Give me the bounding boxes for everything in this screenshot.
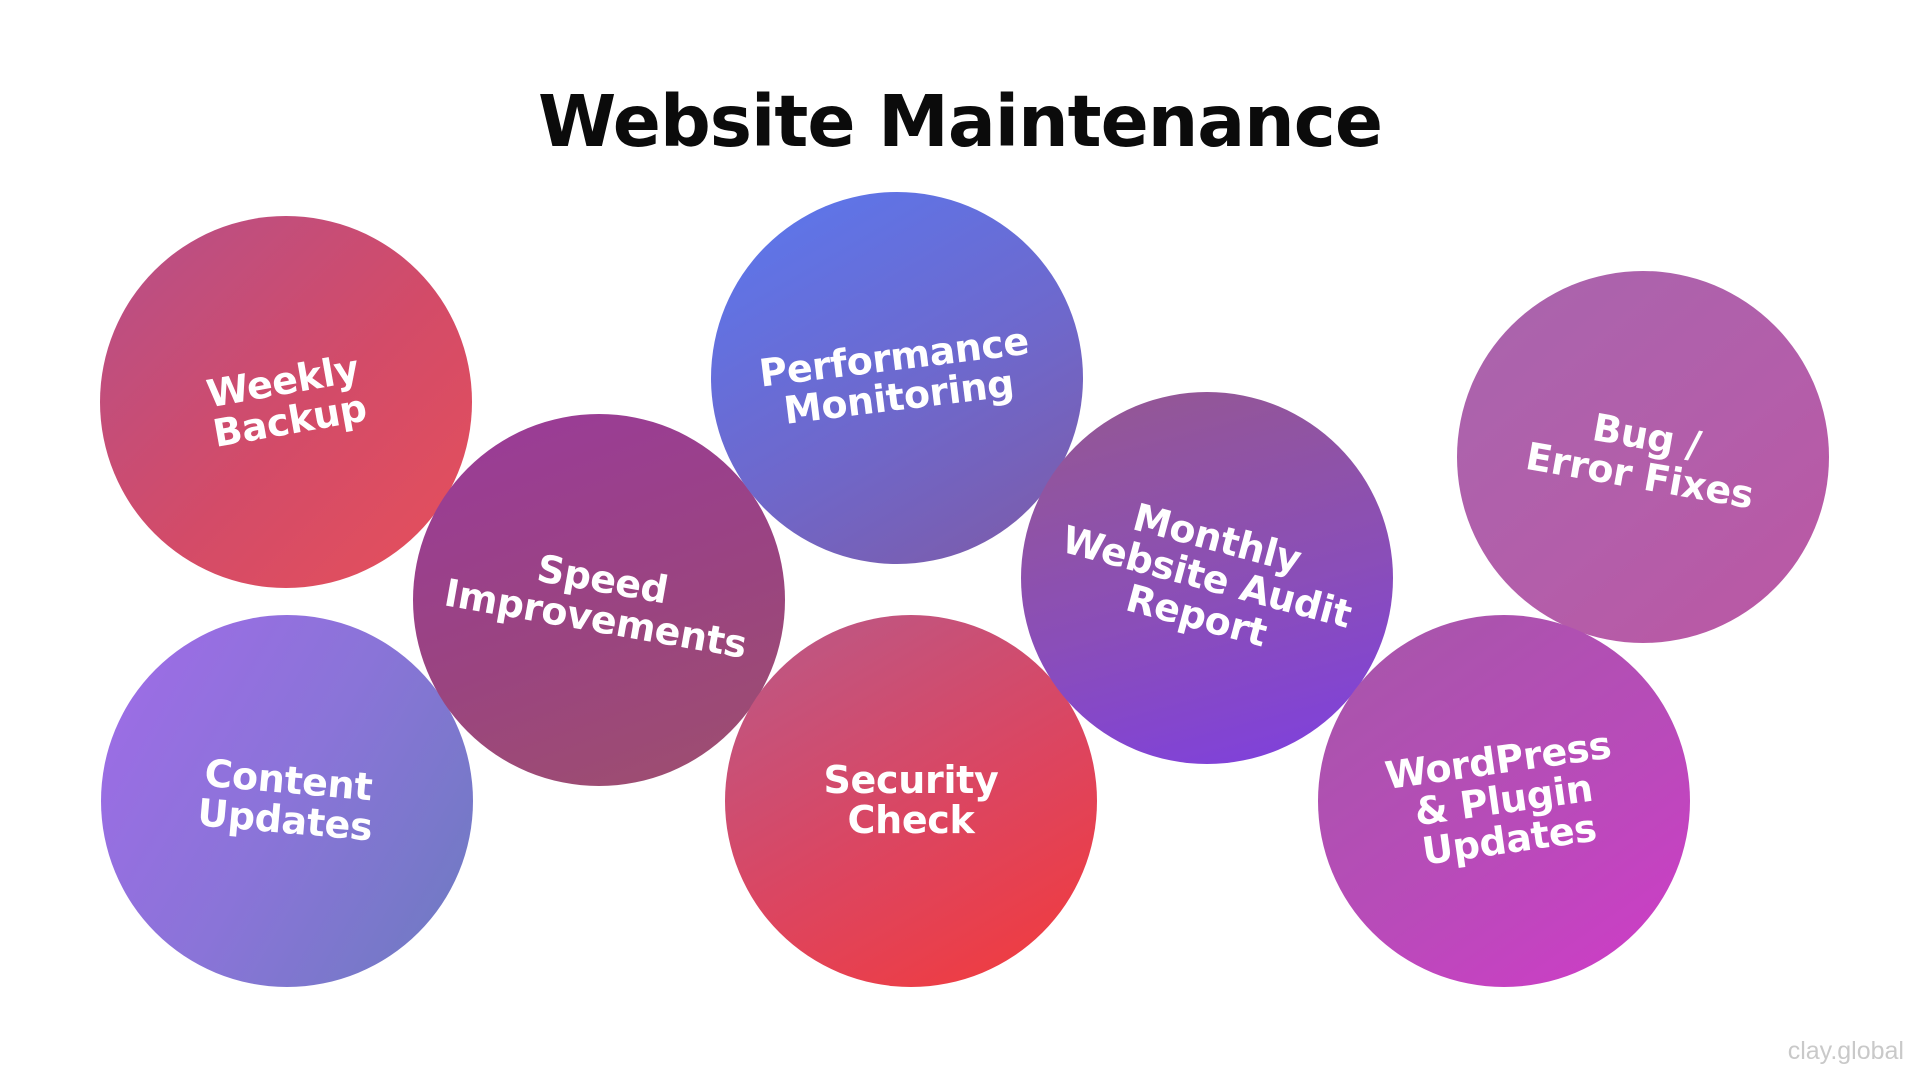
monthly-website-audit-report-label: Monthly Website Audit Report — [1057, 495, 1357, 656]
wordpress-plugin-updates-circle: WordPress & Plugin Updates — [1318, 615, 1690, 987]
performance-monitoring-circle: Performance Monitoring — [711, 192, 1083, 564]
speed-improvements-label: Speed Improvements — [441, 546, 751, 667]
performance-monitoring-label: Performance Monitoring — [757, 318, 1032, 433]
security-check-circle: Security Check — [725, 615, 1097, 987]
monthly-website-audit-report-circle: Monthly Website Audit Report — [1021, 392, 1393, 764]
page-title: Website Maintenance — [538, 80, 1383, 163]
content-updates-circle: Content Updates — [101, 615, 473, 987]
credit-watermark: clay.global — [1787, 1037, 1904, 1065]
bug-error-fixes-circle: Bug / Error Fixes — [1457, 271, 1829, 643]
wordpress-plugin-updates-label: WordPress & Plugin Updates — [1382, 722, 1615, 874]
bug-error-fixes-label: Bug / Error Fixes — [1522, 405, 1757, 518]
weekly-backup-circle: Weekly Backup — [100, 216, 472, 588]
weekly-backup-label: Weekly Backup — [203, 346, 370, 456]
security-check-label: Security Check — [823, 758, 999, 842]
speed-improvements-circle: Speed Improvements — [413, 414, 785, 786]
content-updates-label: Content Updates — [196, 750, 375, 850]
